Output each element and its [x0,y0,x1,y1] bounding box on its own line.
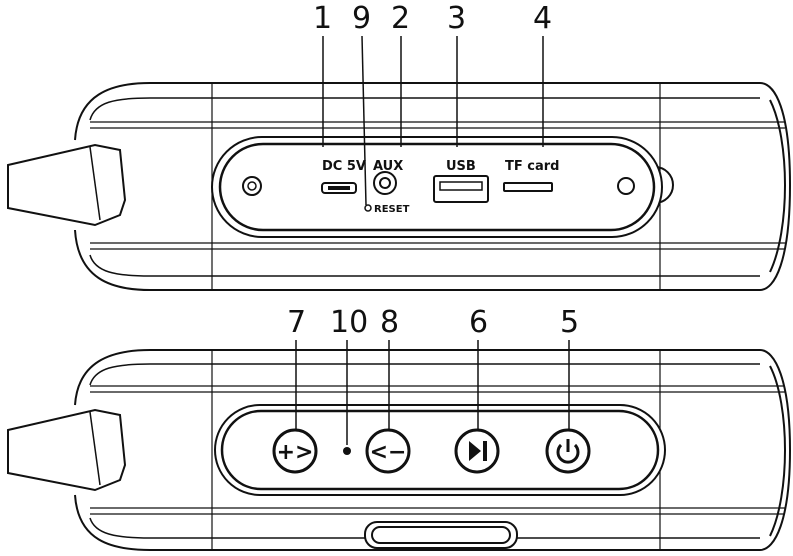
callout-9: 9 [352,1,371,36]
callout-7: 7 [287,305,306,340]
callout-10: 10 [330,305,368,340]
button-panel: +> <− [215,405,665,495]
callout-5: 5 [560,305,579,340]
top-handle [8,145,125,225]
bottom-foot-slot [365,522,517,548]
callout-6: 6 [469,305,488,340]
aux-label: AUX [373,159,403,174]
dc-5v-port-inner [328,186,350,190]
tf-card-label: TF card [505,159,559,174]
port-panel-frame [212,137,662,237]
reset-label: RESET [374,204,410,215]
prev-minus-icon: <− [370,440,407,465]
callout-1: 1 [313,1,332,36]
top-end-cap [770,100,785,272]
callout-3: 3 [447,1,466,36]
callout-8: 8 [380,305,399,340]
dc-5v-label: DC 5V [322,159,366,174]
usb-label: USB [446,159,476,174]
callout-2: 2 [391,1,410,36]
bottom-handle [8,410,125,490]
microphone-hole [343,447,351,455]
port-panel: DC 5V AUX USB TF card RESET [212,137,662,237]
callout-4: 4 [533,1,552,36]
top-handle-inner [90,147,100,220]
pause-bar-icon [483,441,487,461]
bottom-handle-inner [90,412,100,485]
plus-next-icon: +> [277,440,314,465]
